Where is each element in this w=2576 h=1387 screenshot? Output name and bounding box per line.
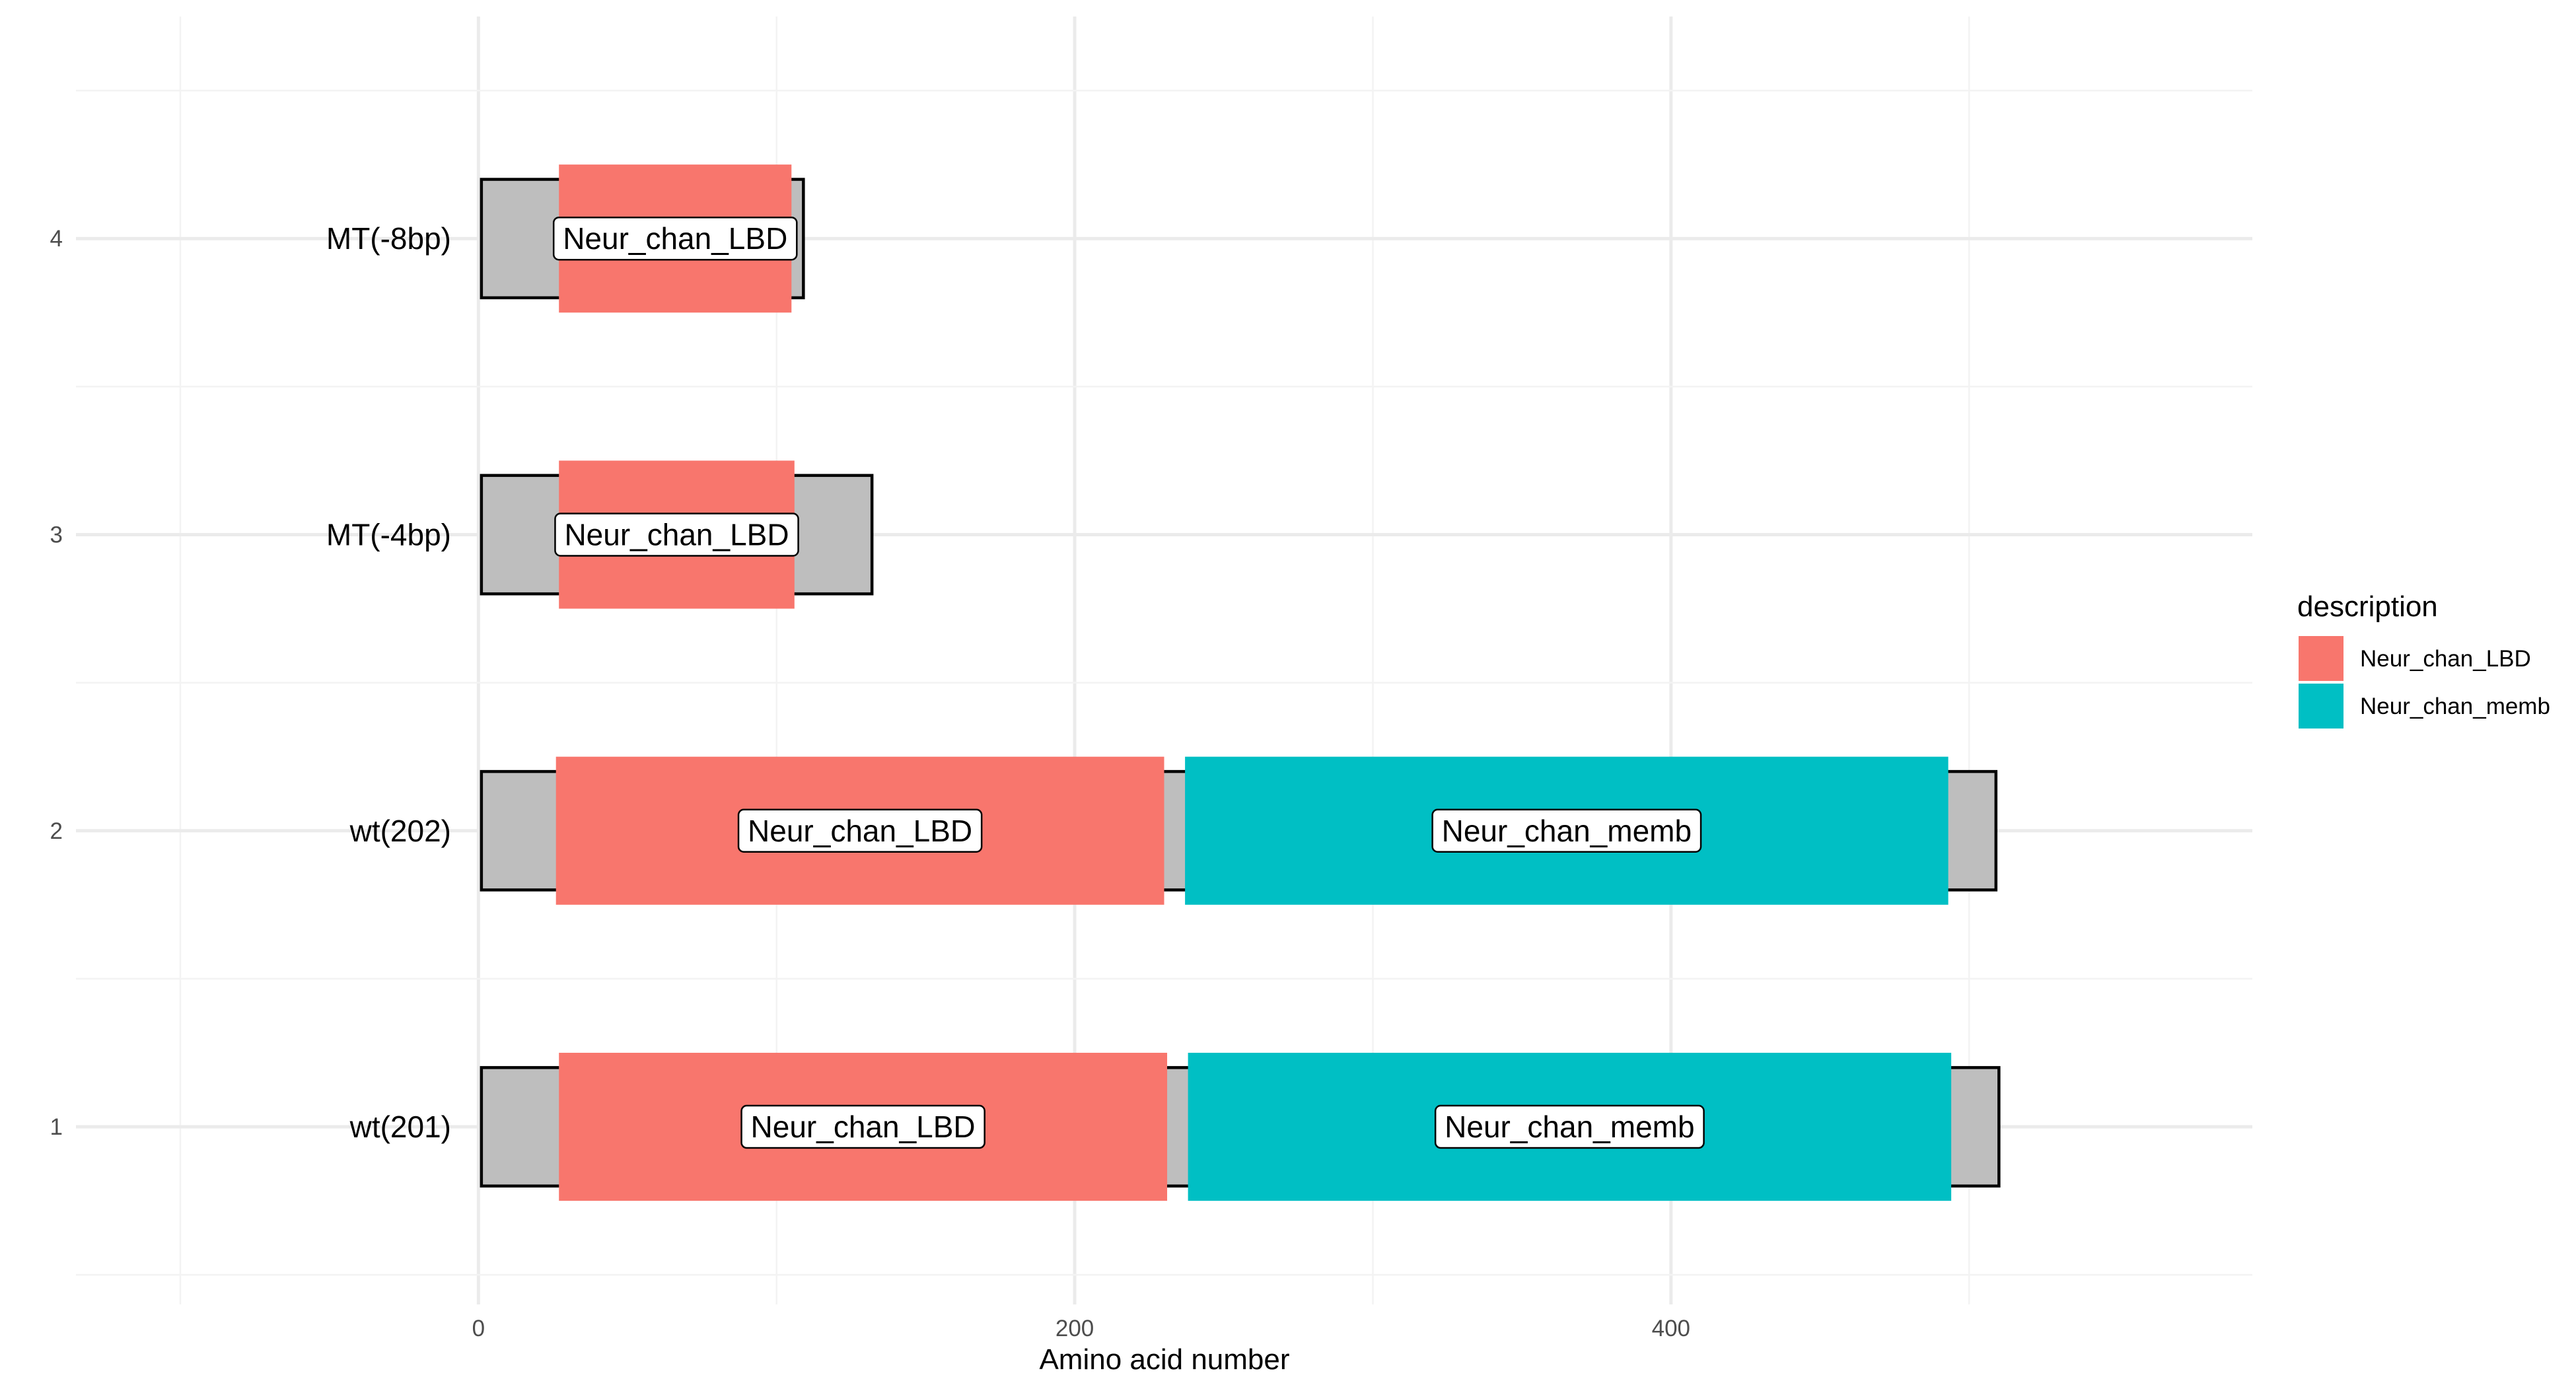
- legend-swatch: [2299, 684, 2343, 729]
- domain-label: Neur_chan_LBD: [740, 1104, 985, 1149]
- x-tick-label: 0: [472, 1316, 485, 1341]
- track-label: wt(202): [349, 814, 451, 848]
- domain-label: Neur_chan_LBD: [552, 216, 798, 261]
- legend-label: Neur_chan_LBD: [2360, 646, 2531, 672]
- track-3: Neur_chan_LBD MT(-4bp): [326, 460, 874, 609]
- legend-item: Neur_chan_LBD: [2299, 636, 2531, 681]
- domain-label-text: Neur_chan_LBD: [748, 814, 972, 848]
- domain-label-text: Neur_chan_LBD: [563, 221, 787, 256]
- x-tick-label: 200: [1055, 1316, 1094, 1341]
- y-tick-label: 3: [50, 522, 63, 548]
- domain-label: Neur_chan_LBD: [737, 808, 983, 853]
- track-2: Neur_chan_LBD Neur_chan_memb wt(202): [349, 756, 1998, 905]
- track-4: Neur_chan_LBD MT(-8bp): [326, 164, 805, 313]
- legend: description Neur_chan_LBD Neur_chan_memb: [2297, 590, 2550, 729]
- x-axis-title: Amino acid number: [1039, 1343, 1289, 1376]
- domain-label-box: [740, 1104, 985, 1149]
- track-label: MT(-8bp): [326, 221, 451, 256]
- track-1: Neur_chan_LBD Neur_chan_memb wt(201): [349, 1052, 2001, 1201]
- legend-label: Neur_chan_memb: [2360, 694, 2550, 719]
- domain-label-box: [1434, 1104, 1705, 1149]
- x-axis: 0 200 400: [472, 1316, 1690, 1341]
- domain-label-text: Neur_chan_LBD: [751, 1110, 976, 1144]
- domain-label-box: [737, 808, 983, 853]
- domain-label: Neur_chan_LBD: [554, 513, 799, 557]
- domain-label-text: Neur_chan_memb: [1442, 814, 1692, 848]
- domain-label-text: Neur_chan_LBD: [564, 517, 789, 551]
- y-tick-label: 4: [50, 226, 63, 252]
- domain-label-text: Neur_chan_memb: [1445, 1110, 1694, 1144]
- domain-label-box: [552, 216, 798, 261]
- domain-label-box: [554, 513, 799, 557]
- y-axis: 1 2 3 4: [50, 226, 63, 1140]
- domain-label-box: [1431, 808, 1702, 853]
- legend-title: description: [2297, 590, 2438, 623]
- track-label: MT(-4bp): [326, 517, 451, 551]
- domain-label: Neur_chan_memb: [1431, 808, 1702, 853]
- track-label: wt(201): [349, 1110, 451, 1144]
- x-tick-label: 400: [1652, 1316, 1690, 1341]
- y-tick-label: 1: [50, 1114, 63, 1140]
- legend-item: Neur_chan_memb: [2299, 684, 2550, 729]
- y-tick-label: 2: [50, 818, 63, 844]
- domain-label: Neur_chan_memb: [1434, 1104, 1705, 1149]
- legend-swatch: [2299, 636, 2343, 681]
